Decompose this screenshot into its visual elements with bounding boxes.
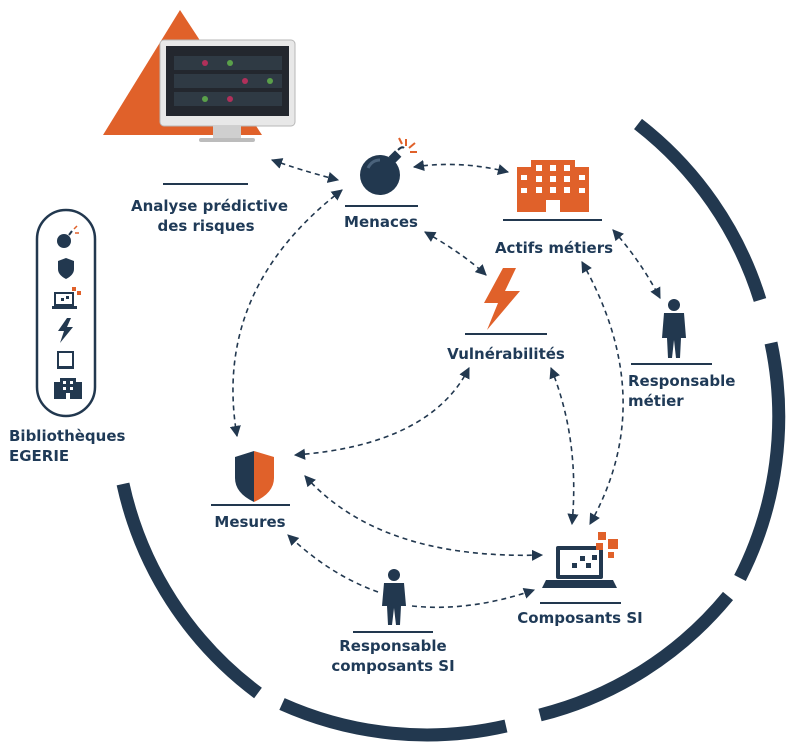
building-icon xyxy=(517,160,589,212)
ring-arc-bottom xyxy=(279,698,508,742)
edge-menaces-vulnerabilites xyxy=(424,231,487,276)
edge-person-mesures xyxy=(287,534,379,593)
label-actifs: Actifs métiers xyxy=(494,239,614,257)
ring-arc-upper-right xyxy=(634,118,767,302)
label-analyse-line2: des risques xyxy=(157,217,255,235)
library-panel xyxy=(35,208,97,418)
edge-menaces-actifs xyxy=(412,159,510,175)
label-resp-metier-line2: métier xyxy=(628,392,684,410)
label-library: Bibliothèques EGERIE xyxy=(9,426,125,466)
person-metier-icon xyxy=(662,299,686,358)
label-library-line2: EGERIE xyxy=(9,447,70,465)
label-analyse-line1: Analyse prédictive xyxy=(131,197,288,215)
monitor-icon xyxy=(103,10,296,142)
label-composants: Composants SI xyxy=(517,609,643,627)
edge-actifs-composants xyxy=(581,261,624,525)
label-resp-metier-line1: Responsable xyxy=(628,372,736,390)
label-library-line1: Bibliothèques xyxy=(9,427,126,445)
label-resp-composants-line1: Responsable xyxy=(339,637,447,655)
outer-ring xyxy=(116,118,786,742)
library-shield-icon xyxy=(58,258,74,279)
edge-vulnerabilites-composants xyxy=(549,366,579,526)
edge-vulnerabilites-mesures xyxy=(293,367,470,460)
ring-arc-right xyxy=(734,341,786,581)
edge-menaces-mesures xyxy=(229,189,343,438)
library-bomb-icon xyxy=(57,225,79,248)
lightning-icon xyxy=(484,268,520,330)
label-menaces: Menaces xyxy=(344,213,418,231)
edge-person-composants xyxy=(411,587,536,609)
label-resp-composants: Responsable composants SI xyxy=(323,636,463,676)
label-vulnerabilites: Vulnérabilités xyxy=(447,345,565,363)
library-book-icon xyxy=(57,351,74,369)
laptop-icon xyxy=(542,532,618,588)
edge-mesures-composants xyxy=(304,475,544,561)
ring-arc-lower-left xyxy=(116,482,262,699)
edge-actifs-metier xyxy=(612,229,661,299)
ring-arc-lower-right xyxy=(538,591,734,722)
library-laptop-icon xyxy=(52,287,81,309)
edge-analyse-menaces xyxy=(270,158,340,183)
bomb-icon xyxy=(360,137,417,195)
person-composants-icon xyxy=(382,569,406,625)
label-resp-metier: Responsable métier xyxy=(628,371,735,411)
label-resp-composants-line2: composants SI xyxy=(331,657,455,675)
shield-icon xyxy=(235,451,274,502)
label-mesures: Mesures xyxy=(214,513,286,531)
library-lightning-icon xyxy=(58,318,73,343)
label-analyse: Analyse prédictive des risques xyxy=(131,196,288,236)
